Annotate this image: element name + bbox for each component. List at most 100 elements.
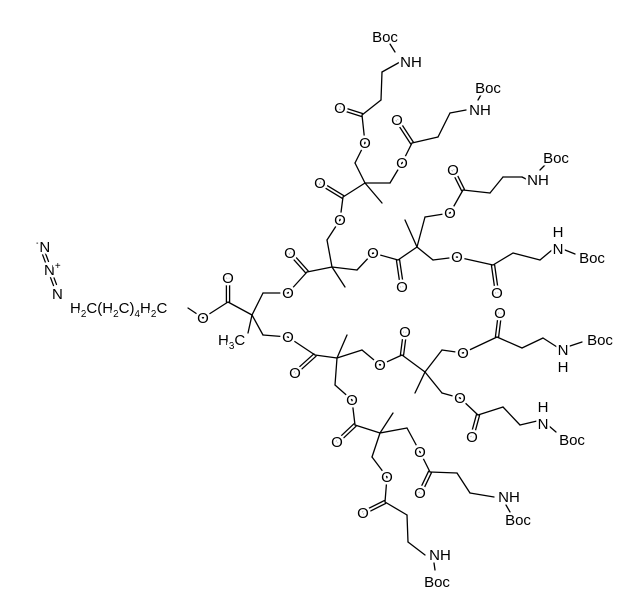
double-bond [472, 414, 481, 439]
single-bond [306, 266, 333, 273]
nh-label: NH [429, 547, 451, 564]
single-bond [437, 112, 451, 138]
single-bond [539, 164, 546, 171]
single-bond [371, 456, 388, 478]
double-bond [337, 425, 357, 444]
single-bond [406, 514, 409, 543]
double-bond [41, 253, 47, 264]
hydrogen-label: H [558, 359, 569, 376]
single-bond [227, 301, 253, 316]
single-bond [397, 246, 418, 261]
oxygen-label: O [494, 305, 506, 322]
single-bond [287, 271, 308, 294]
single-bond [342, 182, 366, 198]
single-bond [414, 371, 426, 394]
single-bond [477, 92, 483, 101]
single-bond [419, 451, 431, 473]
single-bond [334, 357, 338, 386]
double-bond [397, 118, 414, 143]
single-bond [449, 189, 464, 214]
oxygen-label: O [491, 285, 503, 302]
boc-group-label: Boc [475, 80, 501, 97]
oxygen-label: O [334, 212, 346, 229]
oxygen-label: O [444, 205, 456, 222]
oxygen-label: O [282, 329, 294, 346]
boc-group-label: Boc [505, 512, 531, 529]
oxygen-label: O [357, 505, 369, 522]
single-bond [379, 412, 394, 434]
single-bond [469, 492, 495, 498]
single-bond [354, 142, 366, 164]
hydrogen-label: H [553, 224, 564, 241]
nh-label: NH [469, 102, 491, 119]
single-bond [351, 399, 356, 426]
double-bond [399, 331, 405, 356]
single-bond [379, 427, 408, 434]
hexyl-linker-label: H2C(H2C)4H2C [70, 300, 167, 320]
single-bond [401, 354, 426, 373]
nh-label: NH [498, 489, 520, 506]
single-bond [379, 354, 403, 366]
double-bond [290, 251, 309, 272]
single-bond [361, 114, 366, 144]
single-bond [384, 501, 408, 516]
double-bond [398, 259, 405, 288]
oxygen-label: O [284, 245, 296, 262]
single-bond [251, 314, 264, 336]
oxygen-label: O [331, 434, 343, 451]
single-bond [424, 371, 443, 394]
single-bond [521, 337, 544, 349]
oxygen-label: O [289, 365, 301, 382]
single-bond [336, 334, 348, 359]
hydrogen-label: H [538, 399, 549, 416]
azide-terminal-n: -N [36, 238, 50, 256]
double-bond [420, 472, 433, 495]
oxygen-label: O [374, 357, 386, 374]
single-bond [569, 341, 583, 347]
single-bond [459, 397, 479, 416]
double-bond [52, 275, 58, 286]
double-bond [395, 120, 412, 145]
single-bond [389, 43, 396, 53]
single-bond [441, 392, 461, 399]
double-bond [361, 499, 385, 513]
single-bond [354, 424, 381, 434]
oxygen-label: O [414, 444, 426, 461]
single-bond [521, 176, 529, 181]
single-bond [477, 406, 504, 416]
double-bond [363, 502, 387, 516]
double-bond [318, 183, 343, 200]
nitrogen-label: N [553, 241, 564, 258]
single-bond [416, 216, 426, 248]
double-bond [497, 312, 503, 338]
single-bond [187, 307, 204, 319]
double-bond [320, 180, 345, 197]
single-bond [512, 252, 541, 261]
boc-group-label: Boc [587, 332, 613, 349]
single-bond [489, 176, 504, 194]
azide-attached-n: N [52, 286, 63, 303]
single-bond [432, 256, 458, 261]
oxygen-label: O [399, 324, 411, 341]
azide-central-n: N+ [44, 261, 61, 279]
boc-group-label: Boc [543, 150, 569, 167]
oxygen-label: O [359, 135, 371, 152]
single-bond [519, 420, 538, 426]
single-bond [462, 189, 491, 194]
boc-group-label: Boc [372, 29, 398, 46]
bonds [41, 43, 583, 571]
single-bond [384, 476, 388, 503]
single-bond [496, 336, 523, 349]
single-bond [336, 349, 363, 359]
double-bond [469, 413, 478, 438]
single-bond [406, 427, 421, 453]
single-bond [505, 504, 511, 513]
single-bond [462, 336, 498, 354]
single-bond [247, 314, 253, 334]
single-bond [371, 432, 381, 458]
double-bond [288, 253, 307, 274]
single-bond [334, 384, 353, 401]
single-bond [354, 162, 366, 184]
single-bond [251, 292, 264, 316]
